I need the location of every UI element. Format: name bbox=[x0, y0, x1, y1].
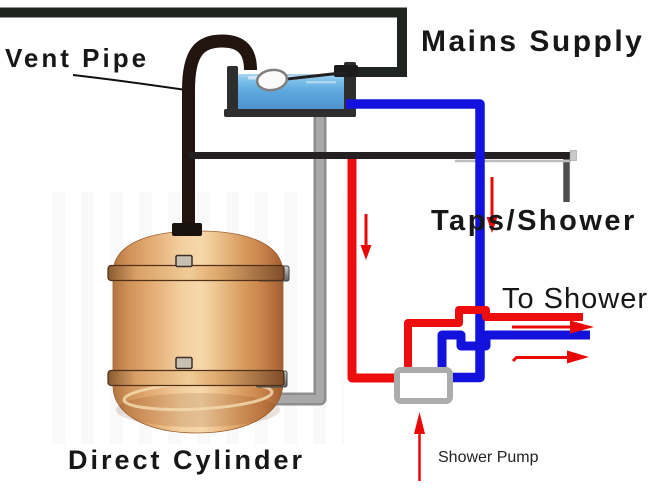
right-arrow-hot-out bbox=[512, 320, 594, 334]
pipe-end-cap bbox=[569, 150, 577, 161]
cold-feed-pipe bbox=[266, 110, 327, 406]
cylinder-lower-band bbox=[107, 369, 285, 387]
pumped-cold-pipe bbox=[437, 330, 590, 369]
mains-supply-pipe bbox=[0, 7, 407, 77]
shower-pump-label: Shower Pump bbox=[438, 449, 539, 466]
shower-pump-box bbox=[394, 367, 453, 404]
vent-pipe bbox=[182, 34, 257, 234]
cistern-water bbox=[238, 74, 344, 111]
cistern-left-wall bbox=[227, 66, 238, 117]
up-arrow-shower-pump bbox=[414, 412, 425, 481]
direct-cylinder bbox=[107, 223, 290, 434]
cold-water-cistern bbox=[224, 62, 358, 117]
down-arrow-taps-shower bbox=[486, 177, 498, 233]
vent-pipe-connector bbox=[172, 223, 202, 236]
to-shower-label: To Shower bbox=[502, 283, 649, 315]
float-arm bbox=[286, 71, 347, 81]
right-arrow-cold-out bbox=[511, 350, 589, 364]
cold-supply-pipe bbox=[346, 99, 485, 383]
vent-pipe-leader-line bbox=[72, 74, 187, 91]
upper-band-clip bbox=[175, 254, 193, 268]
taps-shower-label: Taps/Shower bbox=[431, 205, 637, 237]
direct-cylinder-label: Direct Cylinder bbox=[68, 445, 306, 475]
down-arrow-hot-supply bbox=[360, 214, 372, 260]
cistern-bottom bbox=[224, 109, 356, 117]
hot-supply-pipe bbox=[347, 159, 394, 383]
flow-arrows bbox=[360, 177, 594, 481]
vent-pipe-label: Vent Pipe bbox=[5, 43, 150, 73]
hot-distribution-pipe bbox=[189, 150, 577, 163]
float-valve-inlet bbox=[334, 65, 358, 77]
mains-supply-label: Mains Supply bbox=[421, 25, 645, 58]
pumped-hot-pipe bbox=[404, 306, 583, 369]
float-ball bbox=[255, 68, 289, 92]
lower-band-clip bbox=[175, 356, 193, 370]
cylinder-upper-band bbox=[107, 264, 285, 282]
